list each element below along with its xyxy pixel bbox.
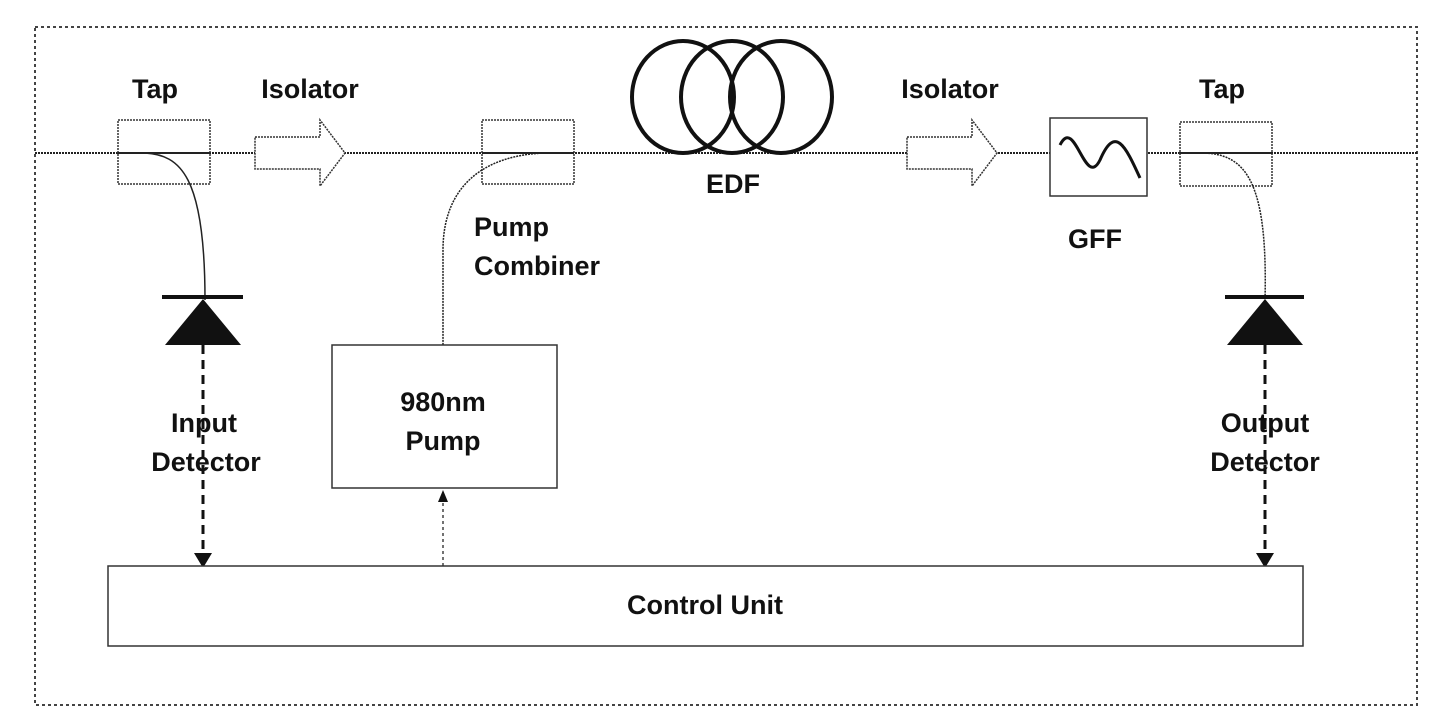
control-unit-label: Control Unit	[627, 590, 783, 620]
gff-filter	[1049, 117, 1148, 197]
isolator-right-label: Isolator	[901, 74, 999, 104]
output-detector-label-line1: Output	[1221, 408, 1309, 438]
input-detector-arrowhead	[194, 553, 212, 568]
isolator-left-label: Isolator	[261, 74, 359, 104]
tap-right-label: Tap	[1199, 74, 1245, 104]
isolator-right-icon	[906, 117, 998, 189]
pump-laser-box	[331, 344, 558, 489]
input-photodiode-icon	[162, 295, 243, 345]
edf-coil-icon	[630, 39, 834, 155]
pump-combiner	[442, 119, 575, 345]
input-detector-label-line1: Input	[171, 408, 237, 438]
pump-control-arrowhead	[438, 490, 448, 502]
sine-wave-icon	[1058, 136, 1142, 179]
pump-combiner-label-line1: Pump	[474, 212, 549, 242]
output-photodiode-icon	[1225, 295, 1304, 345]
module-enclosure	[34, 26, 1418, 706]
tap-left-label: Tap	[132, 74, 178, 104]
control-unit-box	[107, 565, 1304, 647]
tap-right	[1179, 121, 1273, 301]
gff-label: GFF	[1068, 224, 1122, 254]
isolator-left-icon	[254, 117, 346, 189]
output-detector-arrowhead	[1256, 553, 1274, 568]
output-detector-label-line2: Detector	[1210, 447, 1320, 477]
pump-label-line2: Pump	[405, 426, 480, 456]
pump-combiner-label-line2: Combiner	[474, 251, 601, 281]
tap-left	[117, 119, 211, 301]
input-detector-label-line2: Detector	[151, 447, 261, 477]
edf-label: EDF	[706, 169, 760, 199]
pump-label-line1: 980nm	[400, 387, 486, 417]
